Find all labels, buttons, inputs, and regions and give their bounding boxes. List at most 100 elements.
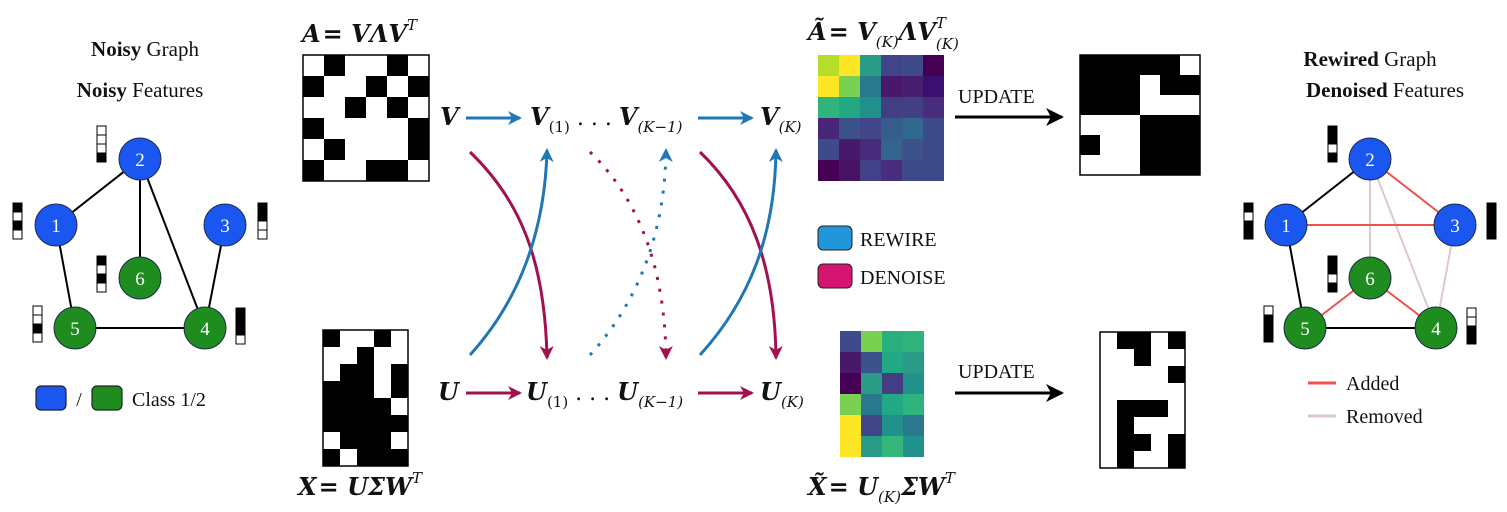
graph-node-label-3: 3 (220, 216, 230, 237)
node5-feature (32, 323, 43, 334)
graph-node-label-2: 2 (1365, 150, 1375, 171)
adjacency-matrix-cell (324, 55, 345, 76)
adjacency-matrix-cell (366, 97, 387, 118)
feature-heatmap-cell (903, 394, 924, 415)
updated-adjacency-matrix-cell (1180, 155, 1200, 175)
updated-feature-matrix-cell (1100, 366, 1117, 383)
updated-feature-matrix-cell (1168, 349, 1185, 366)
updated-feature-matrix-cell (1117, 349, 1134, 366)
right-title-line1: Rewired Graph (1303, 47, 1437, 71)
feature-matrix-cell (391, 381, 408, 398)
adjacency-heatmap-cell (860, 160, 881, 181)
updated-feature-matrix-cell (1151, 349, 1168, 366)
updated-feature-matrix-cell (1168, 366, 1185, 383)
updated-feature-matrix-cell (1151, 332, 1168, 349)
updated-feature-matrix-border (1099, 331, 1186, 469)
rewire-arrow-3 (698, 148, 783, 357)
node1-feature (12, 229, 23, 240)
feature-matrix (322, 329, 409, 467)
adjacency-matrix-cell (387, 139, 408, 160)
updated-adjacency-matrix-cell (1100, 155, 1120, 175)
feature-heatmap-cell (882, 394, 903, 415)
node1-feature (1243, 202, 1254, 213)
feature-matrix-cell (357, 381, 374, 398)
feature-matrix-cell (323, 330, 340, 347)
node3-feature (257, 229, 268, 240)
node4-feature (1466, 325, 1477, 336)
updated-feature-matrix-cell (1117, 400, 1134, 417)
updated-feature-matrix-cell (1100, 417, 1117, 434)
updated-adjacency-matrix-cell (1140, 95, 1160, 115)
updated-feature-matrix-cell (1151, 417, 1168, 434)
updated-feature-matrix-cell (1134, 451, 1151, 468)
adjacency-heatmap-cell (839, 118, 860, 139)
left-graph-edges (55, 158, 226, 329)
adjacency-matrix-cell (366, 160, 387, 181)
updated-adjacency-matrix-cell (1120, 75, 1140, 95)
node5-feature (32, 305, 43, 316)
updated-feature-matrix-cell (1151, 383, 1168, 400)
feature-heatmap-cell (861, 394, 882, 415)
v1-label: V(1) . . . V(K−1) (530, 102, 683, 136)
feature-matrix-cell (374, 398, 391, 415)
graph-node-2 (118, 137, 162, 181)
node3-feature (257, 220, 268, 231)
graph-node-6 (118, 256, 162, 300)
updated-feature-matrix-cell (1100, 383, 1117, 400)
feature-matrix-cell (374, 381, 391, 398)
updated-adjacency-matrix-cell (1120, 155, 1140, 175)
feature-decomposition: X= UΣWT (296, 469, 423, 501)
adjacency-matrix-cell (366, 118, 387, 139)
adjacency-heatmap-cell (860, 97, 881, 118)
rewire-arrow-1 (468, 148, 554, 357)
node3-feature (1486, 202, 1497, 213)
adjacency-heatmap-cell (860, 55, 881, 76)
feature-matrix-cell (323, 415, 340, 432)
adjacency-heatmap-cell (860, 139, 881, 160)
node6-feature (1327, 255, 1338, 266)
updated-adjacency-matrix-cell (1080, 95, 1100, 115)
class-legend-label: Class 1/2 (132, 389, 206, 411)
graph-node-4 (1414, 306, 1458, 350)
adjacency-matrix-cell (303, 118, 324, 139)
updated-adjacency-matrix-cell (1100, 75, 1120, 95)
updated-feature-matrix-cell (1100, 451, 1117, 468)
updated-adjacency-matrix-cell (1080, 115, 1100, 135)
feature-heatmap-cell (882, 373, 903, 394)
node4-feature (235, 307, 246, 318)
class2-swatch (91, 385, 123, 411)
feature-heatmap-cell (861, 436, 882, 457)
node2-feature (96, 125, 107, 136)
feature-matrix-cell (323, 347, 340, 364)
updated-feature-matrix-cell (1117, 383, 1134, 400)
updated-adjacency-matrix-cell (1080, 75, 1100, 95)
updated-feature-matrix-cell (1117, 366, 1134, 383)
updated-adjacency-matrix-cell (1140, 155, 1160, 175)
adjacency-decomposition: A= VΛVT (300, 16, 418, 48)
updated-feature-matrix-cell (1134, 332, 1151, 349)
adjacency-heatmap (818, 55, 944, 181)
feature-heatmap-cell (903, 331, 924, 352)
node5-feature (1263, 332, 1274, 343)
added-label: Added (1346, 373, 1399, 395)
node1-feature (12, 211, 23, 222)
feature-matrix-cell (357, 432, 374, 449)
adjacency-matrix-cell (345, 139, 366, 160)
graph-node-label-5: 5 (1300, 319, 1310, 340)
updated-adjacency-matrix-cell (1160, 115, 1180, 135)
feature-heatmap-cell (840, 331, 861, 352)
right-title-line2: Denoised Features (1306, 78, 1464, 102)
updated-adjacency-matrix-cell (1100, 55, 1120, 75)
adjacency-reconstruction: Ã= V(K)ΛVT(K) (806, 14, 959, 53)
adjacency-heatmap-cell (839, 139, 860, 160)
feature-matrix-cell (340, 432, 357, 449)
adjacency-heatmap-cell (881, 55, 902, 76)
graph-node-label-2: 2 (135, 150, 145, 171)
node5-feature (1263, 314, 1274, 325)
adjacency-heatmap-cell (902, 139, 923, 160)
node6-feature (1327, 282, 1338, 293)
uk-label: U(K) (760, 377, 804, 411)
